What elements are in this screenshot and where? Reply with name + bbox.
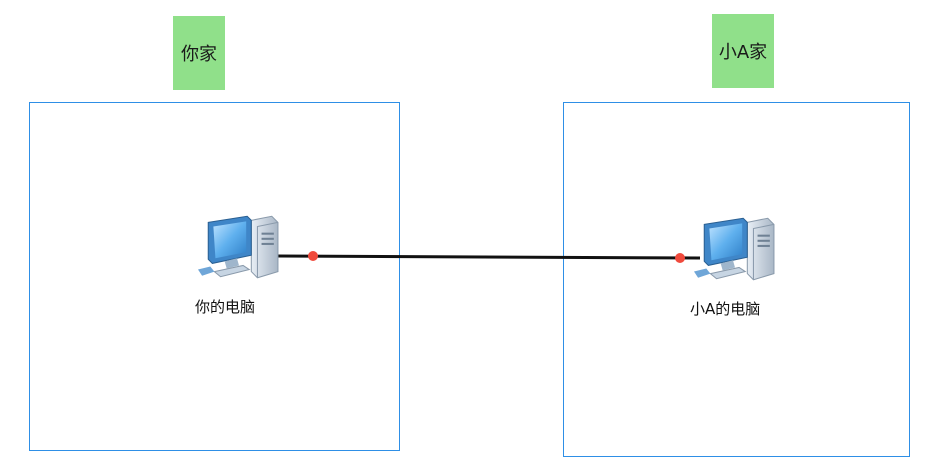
house-box-right [563,102,910,457]
house-box-left [29,102,400,451]
network-cable [277,254,701,260]
computer-icon [694,217,775,281]
computer-icon [198,215,279,279]
computer-label-right: 小A的电脑 [690,300,761,318]
house-tag-right-label: 小A家 [718,42,768,63]
house-tag-left-label: 你家 [181,44,217,65]
house-tag-left: 你家 [173,16,225,90]
house-tag-right: 小A家 [712,14,774,88]
connector-dot-left [308,251,318,261]
connector-dot-right [675,253,685,263]
computer-label-left: 你的电脑 [195,298,256,316]
